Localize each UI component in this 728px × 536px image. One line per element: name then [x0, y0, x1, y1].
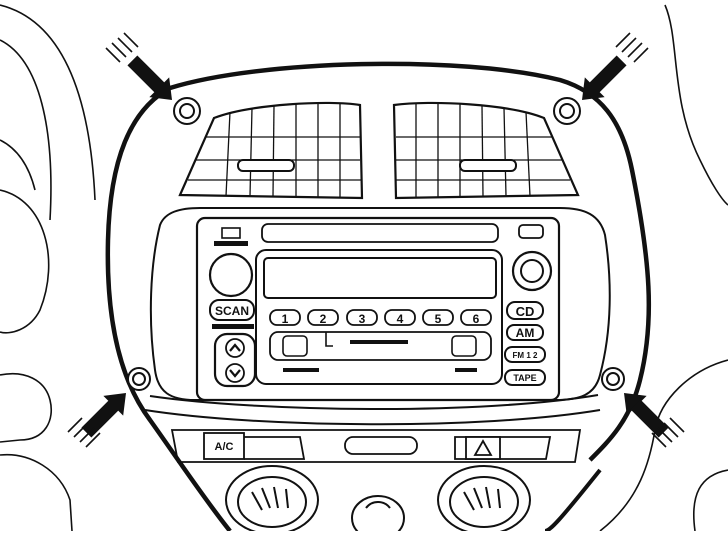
radio-labels: SCAN 1 2 3 4 5 6 CD AM FM 1 2 TAPE: [215, 304, 538, 383]
scan-label: SCAN: [215, 304, 249, 318]
seek-rocker[interactable]: [213, 332, 257, 388]
preset-button[interactable]: [307, 309, 339, 326]
radio-unit: [195, 216, 561, 402]
preset-label: 3: [359, 312, 366, 326]
preset-button[interactable]: [269, 309, 301, 326]
tape-door: [269, 331, 492, 361]
chevron-up-icon: [229, 343, 241, 352]
hazard-triangle-icon: [473, 439, 493, 456]
am-button[interactable]: [506, 324, 544, 341]
preset-label: 5: [435, 312, 442, 326]
screw-icon: [127, 97, 625, 391]
preset-button[interactable]: [384, 309, 416, 326]
preset-button[interactable]: [422, 309, 454, 326]
eject-button[interactable]: [518, 224, 544, 239]
climate-knobs: [225, 465, 531, 536]
ac-label: A/C: [215, 441, 234, 453]
scan-button[interactable]: [209, 299, 255, 321]
center-knob[interactable]: [351, 495, 405, 536]
radio-surround: [149, 207, 611, 401]
tape-label: TAPE: [513, 373, 536, 383]
chevron-down-icon: [229, 369, 241, 378]
preset-label: 6: [473, 312, 480, 326]
ac-button[interactable]: [203, 432, 245, 460]
tape-button[interactable]: [504, 369, 546, 386]
hazard-button[interactable]: [465, 436, 501, 460]
cd-label: CD: [516, 304, 535, 319]
preset-button[interactable]: [346, 309, 378, 326]
fm-button[interactable]: [504, 346, 546, 363]
temp-knob[interactable]: [437, 465, 531, 535]
arrow-icon: [81, 55, 669, 438]
display-bezel: [255, 249, 503, 385]
volume-knob[interactable]: [208, 252, 254, 298]
center-slot: [344, 436, 418, 455]
cd-slot: [261, 223, 499, 243]
preset-label: 2: [320, 312, 327, 326]
tune-knob[interactable]: [511, 250, 553, 292]
right-air-vent: [392, 101, 580, 200]
dashboard-context: [0, 4, 728, 532]
am-label: AM: [516, 326, 535, 340]
fan-knob[interactable]: [225, 465, 319, 535]
fm-label: FM 1 2: [513, 351, 538, 360]
left-air-vent: [178, 101, 364, 200]
display-screen: [263, 257, 497, 299]
climate-panel: [170, 429, 582, 463]
arrow-motion-lines: [67, 32, 685, 448]
preset-label: 1: [282, 312, 289, 326]
bezel: [105, 61, 652, 533]
preset-button[interactable]: [460, 309, 492, 326]
preset-label: 4: [397, 312, 404, 326]
cd-button[interactable]: [506, 301, 544, 320]
